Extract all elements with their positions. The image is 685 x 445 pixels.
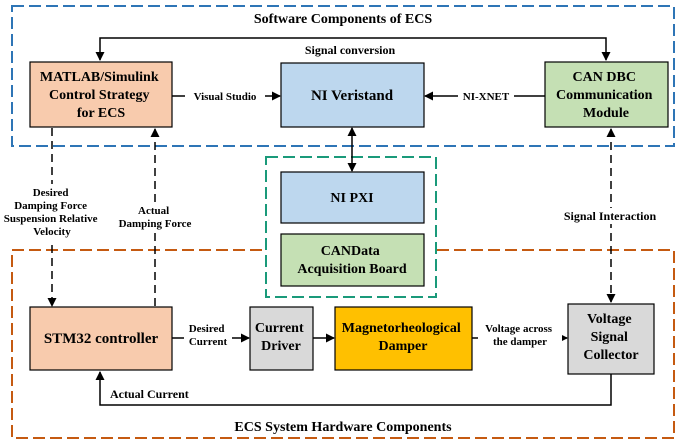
veristand-label: NI Veristand	[311, 88, 394, 104]
current-driver-box	[249, 306, 314, 371]
stm32-box	[29, 306, 173, 371]
matlab-label: MATLAB/Simulink Control Strategy for ECS	[40, 70, 162, 121]
software-region-title: Software Components of ECS	[254, 12, 432, 27]
actual-force-label: Actual Damping Force	[119, 205, 192, 230]
candata-label: CANData Acquisition Board	[297, 244, 407, 277]
software-region-frame	[11, 5, 675, 147]
can-dbc-box	[544, 61, 669, 128]
mr-damper-box	[334, 306, 473, 371]
actual-current-arrow	[95, 371, 612, 406]
desired-current-label: Desired Current	[189, 323, 228, 348]
desired-force-label: Desired Damping Force Suspension Relativ…	[4, 187, 101, 238]
voltage-collector-box	[567, 303, 655, 375]
voltage-across-label: Voltage across the damper	[485, 323, 555, 348]
top-link-arrow	[95, 37, 611, 61]
voltage-collector-label: Voltage Signal Collector	[583, 312, 638, 363]
stm32-label: STM32 controller	[44, 331, 159, 347]
can-dbc-label: CAN DBC Communication Module	[556, 70, 656, 121]
mr-damper-label: Magnetorheological Damper	[342, 321, 464, 354]
actual-current-label: Actual Current	[110, 387, 189, 401]
hardware-region-title: ECS System Hardware Components	[234, 420, 452, 435]
ni-pxi-label: NI PXI	[330, 191, 373, 206]
signal-conversion-label: Signal conversion	[305, 43, 396, 57]
signal-interaction-label: Signal Interaction	[564, 209, 657, 223]
veristand-box	[280, 62, 425, 128]
ni-pxi-box	[280, 171, 425, 224]
current-driver-label: Current Driver	[255, 321, 307, 354]
matlab-box	[29, 61, 173, 128]
visual-studio-label: Visual Studio	[194, 91, 257, 103]
ni-xnet-label: NI-XNET	[463, 91, 510, 103]
candata-box	[280, 233, 425, 287]
